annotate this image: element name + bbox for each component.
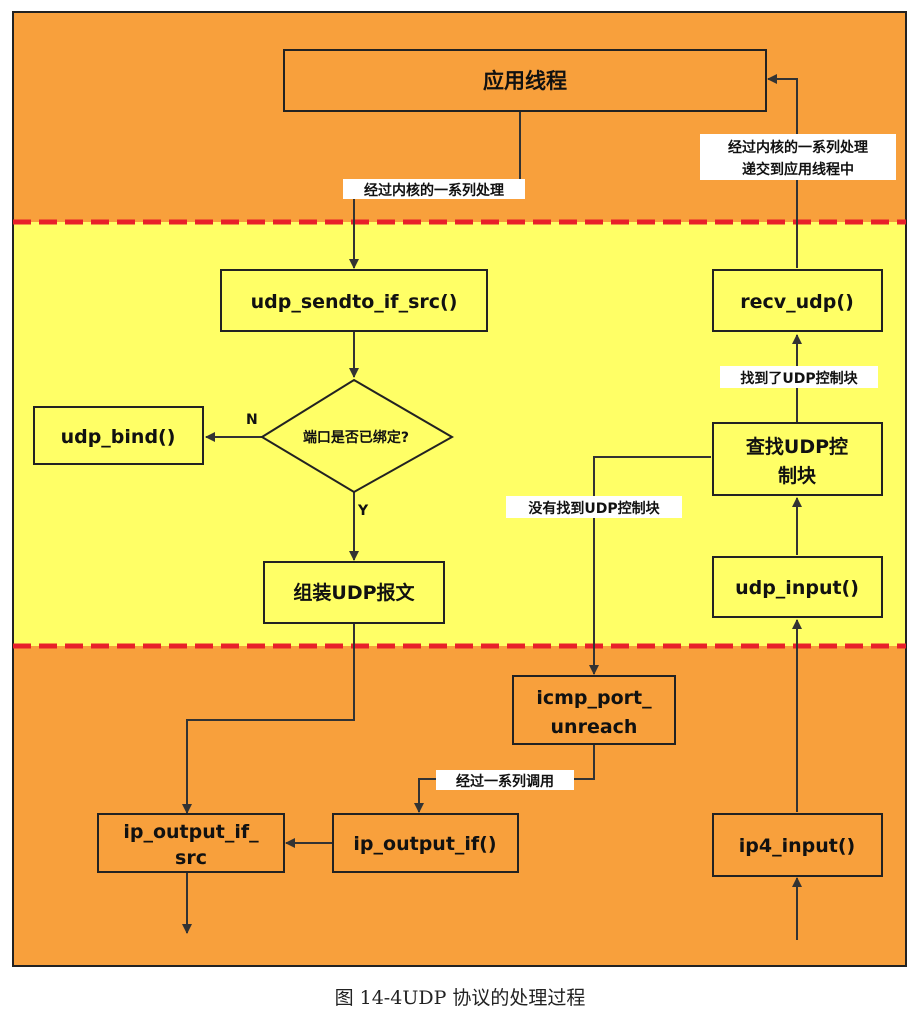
call-chain-label: 经过一系列调用	[456, 773, 554, 790]
ip4-input-label: ip4_input()	[739, 835, 855, 857]
diagram-border	[12, 11, 907, 967]
ip-output-src-label-1: ip_output_if_	[123, 821, 259, 843]
decision-label: 端口是否已绑定?	[303, 429, 409, 446]
assemble-label: 组装UDP报文	[293, 581, 415, 604]
branch-yes-label: Y	[357, 503, 369, 519]
udp-flow-diagram: 应用线程 udp_sendto_if_src() recv_udp() udp_…	[12, 11, 907, 967]
branch-no-label: N	[246, 412, 258, 428]
recv-udp-label: recv_udp()	[740, 291, 854, 313]
line-find-to-icmp	[589, 456, 711, 675]
app-thread-box	[283, 49, 767, 112]
udp-sendto-label: udp_sendto_if_src()	[251, 291, 458, 313]
udp-bind-label: udp_bind()	[61, 426, 176, 448]
line-recv-to-app	[767, 74, 798, 268]
icmp-unreach-box	[512, 675, 676, 745]
found-pcb-label: 找到了UDP控制块	[740, 370, 858, 387]
udp-input-box	[712, 556, 883, 618]
label-bg-call-chain	[436, 770, 574, 790]
kernel-process-up-label-1: 经过内核的一系列处理	[728, 139, 868, 156]
kernel-process-up-label-2: 递交到应用线程中	[742, 161, 854, 178]
ip4-input-box	[712, 813, 883, 877]
port-bound-decision	[260, 378, 455, 494]
assemble-box	[263, 561, 445, 624]
label-bg-notfound	[506, 496, 682, 518]
label-bg-found	[720, 366, 878, 388]
find-pcb-label-1: 查找UDP控	[745, 435, 848, 458]
ip-output-if-label: ip_output_if()	[353, 833, 496, 855]
icmp-label-1: icmp_port_	[536, 687, 652, 709]
label-bg-kernel-down	[343, 179, 525, 199]
figure-caption: 图 14-4UDP 协议的处理过程	[334, 987, 586, 1009]
line-assemble-to-ipout	[182, 624, 355, 814]
not-found-pcb-label: 没有找到UDP控制块	[528, 500, 660, 517]
find-pcb-box	[712, 422, 883, 496]
label-bg-kernel-up	[700, 134, 896, 180]
ip-layer-band	[13, 646, 906, 966]
recv-udp-box	[712, 269, 883, 332]
ip-output-if-box	[332, 813, 519, 873]
kernel-process-down-label: 经过内核的一系列处理	[364, 182, 504, 199]
udp-sendto-box	[220, 269, 488, 332]
udp-bind-box	[33, 406, 204, 465]
find-pcb-label-2: 制块	[778, 464, 817, 487]
ip-output-src-label-2: src	[175, 847, 207, 869]
ip-output-src-box	[97, 813, 285, 873]
app-thread-label: 应用线程	[483, 69, 567, 93]
icmp-label-2: unreach	[551, 716, 638, 738]
udp-input-label: udp_input()	[735, 577, 859, 599]
